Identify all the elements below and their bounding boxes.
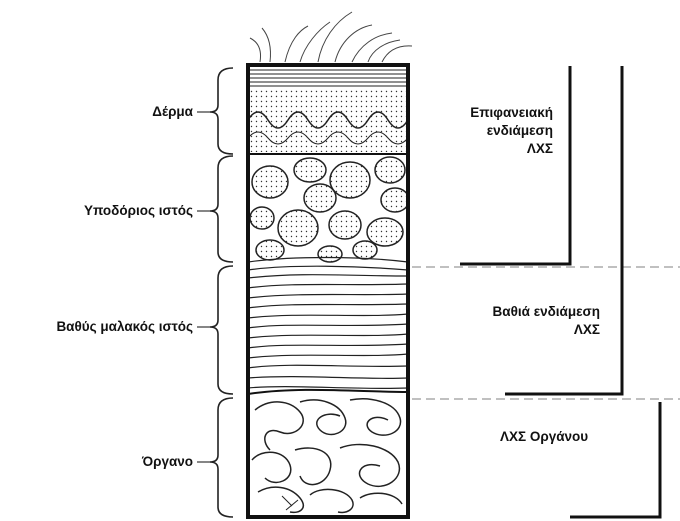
- epidermis-layer: [248, 70, 408, 106]
- hair-strands: [250, 12, 412, 62]
- infection-label-superficial-line-2: ενδιάμεση: [470, 122, 553, 140]
- infection-label-deep: Βαθιά ενδιάμεση ΛΧΣ: [493, 303, 600, 339]
- dermis-layer: [248, 106, 408, 152]
- brace-deep-soft-tissue: [210, 266, 233, 394]
- subcutaneous-layer: [250, 157, 409, 262]
- infection-label-organ: ΛΧΣ Οργάνου: [500, 428, 588, 446]
- infection-label-deep-line-1: Βαθιά ενδιάμεση: [493, 303, 600, 321]
- layer-label-organ: Όργανο: [142, 453, 193, 471]
- brace-skin: [210, 68, 233, 154]
- left-braces: [210, 68, 233, 517]
- layer-label-skin: Δέρμα: [152, 103, 193, 121]
- label-connectors: [197, 112, 210, 462]
- bracket-organ: [570, 402, 660, 517]
- layer-label-subcutaneous: Υποδόριος ιστός: [84, 202, 193, 220]
- infection-label-superficial-line-1: Επιφανειακή: [470, 104, 553, 122]
- tissue-column: [248, 70, 409, 512]
- brace-subcutaneous: [210, 156, 233, 262]
- bracket-superficial: [460, 66, 570, 264]
- organ-layer: [252, 399, 402, 513]
- layer-label-deep-soft-tissue: Βαθύς μαλακός ιστός: [56, 318, 193, 336]
- infection-label-superficial: Επιφανειακή ενδιάμεση ΛΧΣ: [470, 104, 553, 158]
- brace-organ: [210, 398, 233, 517]
- infection-label-superficial-line-3: ΛΧΣ: [470, 140, 553, 158]
- deep-soft-tissue-layer: [248, 258, 408, 389]
- infection-label-deep-line-2: ΛΧΣ: [493, 321, 600, 339]
